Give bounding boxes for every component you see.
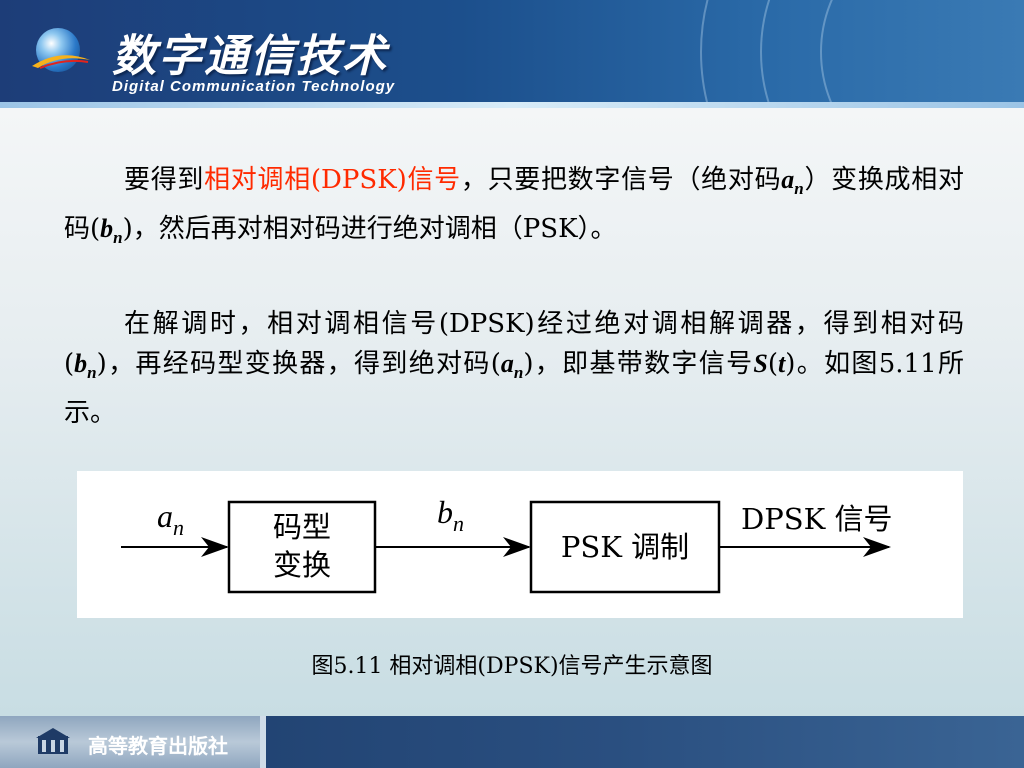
publisher-name: 高等教育出版社 (88, 734, 228, 758)
title-english: Digital Communication Technology (112, 78, 396, 95)
diagram-svg: an 码型 变换 bn PSK 调制 DPSK 信号 (121, 494, 893, 594)
decor-arc (700, 0, 1024, 108)
swoosh-icon (32, 55, 90, 69)
header-stripe (0, 102, 1024, 108)
box2-label: PSK 调制 (561, 530, 689, 564)
slide-footer: 高等教育出版社 (0, 716, 1024, 768)
decor-arc (760, 0, 1024, 108)
output-label: DPSK 信号 (741, 502, 893, 536)
box1-label-bottom: 变换 (273, 548, 331, 582)
slide-header: 数字通信技术 Digital Communication Technology (0, 0, 1024, 108)
decor-arc (820, 0, 1024, 108)
block-diagram: an 码型 变换 bn PSK 调制 DPSK 信号 (77, 471, 963, 618)
mid-label: bn (437, 494, 464, 536)
paragraph-2: 在解调时，相对调相信号(DPSK)经过绝对调相解调器，得到相对码(bn)，再经码… (64, 309, 964, 429)
footer-divider (260, 716, 266, 768)
footer-left-panel: 高等教育出版社 (0, 716, 260, 768)
input-label: an (157, 498, 184, 540)
slide-content: 要得到相对调相(DPSK)信号，只要把数字信号（绝对码an）变换成相对码(bn)… (0, 108, 1024, 716)
paragraph-1: 要得到相对调相(DPSK)信号，只要把数字信号（绝对码an）变换成相对码(bn)… (64, 165, 964, 248)
box1-label-top: 码型 (273, 510, 331, 544)
title-chinese: 数字通信技术 (112, 31, 388, 82)
highlight-text: 相对调相(DPSK)信号 (204, 165, 461, 195)
figure-caption: 图5.11 相对调相(DPSK)信号产生示意图 (311, 654, 713, 679)
publisher-logo-icon (36, 728, 70, 754)
